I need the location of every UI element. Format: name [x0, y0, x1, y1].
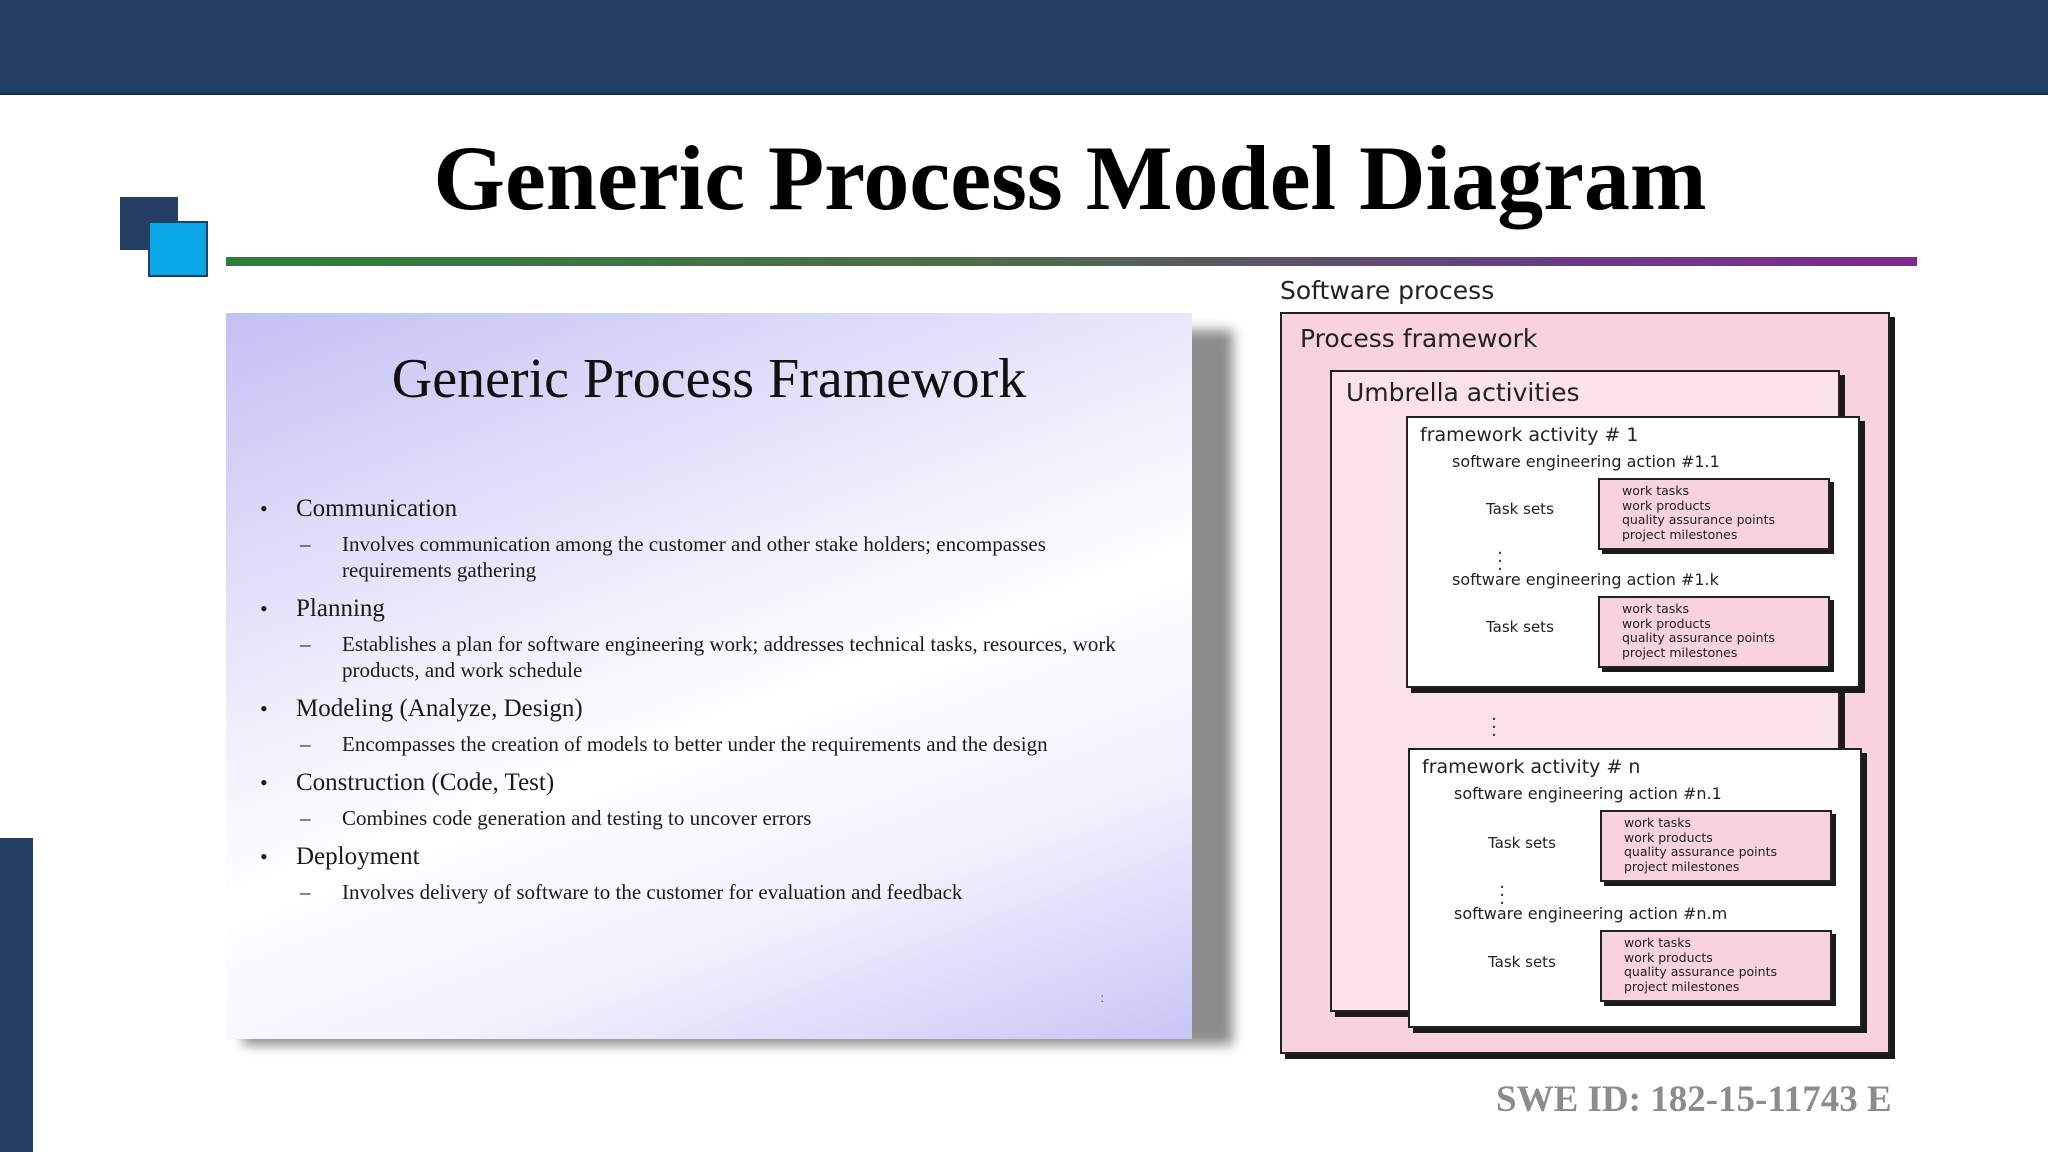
title-underline: [226, 257, 1917, 266]
task-item: work tasks: [1624, 935, 1692, 950]
bullet-glyph: •: [260, 696, 268, 721]
activity-label: Planning: [296, 595, 385, 622]
activity-label: Deployment: [296, 843, 420, 870]
bullet-glyph: •: [260, 770, 268, 795]
process-framework-label: Process framework: [1300, 324, 1538, 353]
activity-detail: – Involves communication among the custo…: [300, 531, 1158, 583]
list-item: • Modeling (Analyze, Design): [258, 693, 1158, 725]
student-id-footer: SWE ID: 182-15-11743 E: [1496, 1079, 1892, 1120]
task-set-box: work tasks work products quality assuran…: [1600, 810, 1832, 882]
task-item: project milestones: [1622, 526, 1738, 542]
left-accent-bar: [0, 838, 33, 1152]
decor-square-light: [148, 221, 208, 277]
task-item: work tasks: [1622, 483, 1690, 498]
bullet-glyph: •: [260, 496, 268, 521]
dash-glyph: –: [300, 732, 311, 756]
dash-glyph: –: [300, 806, 311, 830]
activity-detail-text: Establishes a plan for software engineer…: [342, 632, 1116, 682]
software-process-label: Software process: [1280, 276, 1495, 305]
corner-mark: :: [1100, 991, 1104, 1005]
framework-slide: Generic Process Framework • Communicatio…: [226, 313, 1192, 1039]
ellipsis-dots: ···: [1499, 877, 1505, 914]
task-item: work products: [1622, 615, 1711, 631]
task-item: project milestones: [1622, 644, 1738, 660]
framework-activity-1-title: framework activity # 1: [1420, 424, 1639, 446]
action-1-1-label: software engineering action #1.1: [1452, 452, 1720, 471]
action-n-1-label: software engineering action #n.1: [1454, 784, 1722, 803]
task-item: quality assurance points: [1622, 512, 1775, 527]
action-1-k-label: software engineering action #1.k: [1452, 570, 1719, 589]
activity-detail: – Combines code generation and testing t…: [300, 805, 1158, 831]
activity-label: Modeling (Analyze, Design): [296, 695, 583, 722]
task-item: quality assurance points: [1624, 844, 1777, 859]
task-item: project milestones: [1624, 978, 1740, 994]
activity-detail-text: Involves communication among the custome…: [342, 532, 1046, 582]
software-process-diagram: Software process Process framework Umbre…: [1276, 272, 1896, 1072]
dash-glyph: –: [300, 880, 311, 904]
task-item: work tasks: [1622, 601, 1690, 616]
list-item: • Deployment: [258, 841, 1158, 873]
ellipsis-dots: ···: [1491, 709, 1497, 746]
list-item: • Planning: [258, 593, 1158, 625]
task-set-box: work tasks work products quality assuran…: [1600, 930, 1832, 1002]
task-item: project milestones: [1624, 858, 1740, 874]
framework-activity-1-box: framework activity # 1 software engineer…: [1406, 416, 1860, 688]
activity-detail: – Establishes a plan for software engine…: [300, 631, 1158, 683]
header-bar: [0, 0, 2048, 95]
task-item: quality assurance points: [1622, 630, 1775, 645]
bullet-glyph: •: [260, 844, 268, 869]
activity-detail-text: Encompasses the creation of models to be…: [342, 732, 1048, 756]
activity-detail-text: Involves delivery of software to the cus…: [342, 880, 963, 904]
ellipsis-dots: ···: [1497, 543, 1503, 580]
framework-activity-n-box: framework activity # n software engineer…: [1408, 748, 1862, 1028]
list-item: • Communication: [258, 493, 1158, 525]
task-sets-label: Task sets: [1488, 953, 1556, 971]
activity-detail: – Involves delivery of software to the c…: [300, 879, 1158, 905]
dash-glyph: –: [300, 532, 311, 556]
activity-detail: – Encompasses the creation of models to …: [300, 731, 1158, 757]
slide-title: Generic Process Model Diagram: [433, 127, 1707, 229]
task-item: work products: [1624, 949, 1713, 965]
activity-label: Construction (Code, Test): [296, 769, 555, 796]
framework-activity-list: • Communication – Involves communication…: [258, 483, 1158, 913]
dash-glyph: –: [300, 632, 311, 656]
task-item: quality assurance points: [1624, 964, 1777, 979]
action-n-m-label: software engineering action #n.m: [1454, 904, 1728, 923]
task-sets-label: Task sets: [1486, 500, 1554, 518]
activity-label: Communication: [296, 495, 458, 522]
task-set-box: work tasks work products quality assuran…: [1598, 478, 1830, 550]
task-item: work products: [1624, 829, 1713, 845]
activity-detail-text: Combines code generation and testing to …: [342, 806, 812, 830]
task-set-box: work tasks work products quality assuran…: [1598, 596, 1830, 668]
framework-activity-n-title: framework activity # n: [1422, 756, 1641, 778]
list-item: • Construction (Code, Test): [258, 767, 1158, 799]
task-item: work tasks: [1624, 815, 1692, 830]
umbrella-activities-label: Umbrella activities: [1346, 378, 1580, 407]
task-item: work products: [1622, 497, 1711, 513]
framework-slide-title: Generic Process Framework: [391, 348, 1027, 410]
task-sets-label: Task sets: [1486, 618, 1554, 636]
task-sets-label: Task sets: [1488, 834, 1556, 852]
bullet-glyph: •: [260, 596, 268, 621]
